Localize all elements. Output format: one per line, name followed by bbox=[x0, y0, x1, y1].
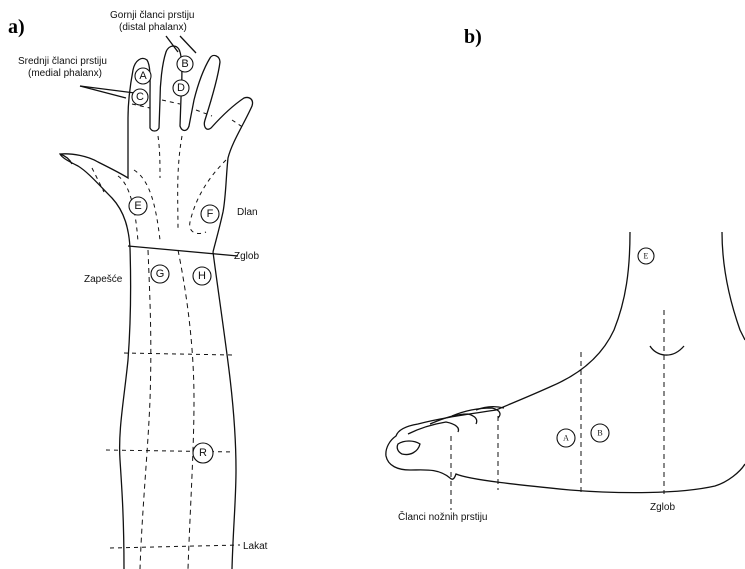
finger-crease bbox=[162, 100, 180, 104]
marker-a: A bbox=[135, 68, 151, 84]
panel-b-label: b) bbox=[464, 26, 482, 48]
svg-text:E: E bbox=[134, 200, 141, 212]
leader-line bbox=[80, 86, 135, 93]
marker-r: R bbox=[193, 443, 213, 463]
elbow-line bbox=[110, 545, 240, 548]
palm-center-line bbox=[178, 136, 182, 230]
distal-label-line2: (distal phalanx) bbox=[119, 22, 187, 33]
elbow-label: Lakat bbox=[243, 541, 268, 552]
marker-d: D bbox=[173, 80, 189, 96]
svg-text:F: F bbox=[207, 208, 214, 220]
palm-line bbox=[158, 136, 160, 178]
foot-marker-b: B bbox=[591, 424, 609, 442]
foot-panel: b) Članci nožnih prstiju Zglob E A bbox=[386, 26, 745, 523]
svg-text:R: R bbox=[199, 447, 207, 459]
medial-label-line1: Srednji članci prstiju bbox=[18, 56, 107, 67]
svg-text:A: A bbox=[563, 434, 569, 443]
forearm-dashed-right bbox=[178, 250, 194, 569]
foot-marker-e: E bbox=[638, 248, 654, 264]
toes-label: Članci nožnih prstiju bbox=[398, 510, 488, 523]
svg-text:H: H bbox=[198, 270, 206, 282]
ankle-label: Zglob bbox=[650, 502, 675, 513]
svg-text:G: G bbox=[156, 268, 165, 280]
svg-text:B: B bbox=[597, 429, 602, 438]
palm-label: Dlan bbox=[237, 207, 258, 218]
marker-h: H bbox=[193, 267, 211, 285]
hand-panel: a) Gornji članci prstiju bbox=[8, 10, 268, 569]
forearm-right-edge bbox=[213, 252, 236, 569]
forearm-label: Zapešće bbox=[84, 274, 123, 285]
ankle-bone bbox=[650, 346, 684, 355]
marker-f: F bbox=[201, 205, 219, 223]
panel-a-label: a) bbox=[8, 16, 25, 38]
svg-text:A: A bbox=[139, 70, 147, 82]
medial-label-line2: (medial phalanx) bbox=[28, 68, 102, 79]
svg-text:D: D bbox=[177, 82, 185, 94]
leader-line bbox=[180, 36, 196, 53]
svg-text:E: E bbox=[644, 252, 649, 261]
marker-g: G bbox=[151, 265, 169, 283]
leg-right-edge bbox=[722, 232, 745, 340]
marker-e: E bbox=[129, 197, 147, 215]
svg-text:C: C bbox=[136, 91, 144, 103]
marker-b: B bbox=[177, 56, 193, 72]
wrist-line bbox=[128, 246, 238, 256]
wrist-label: Zglob bbox=[234, 251, 259, 262]
leader-line bbox=[80, 86, 126, 98]
finger-crease bbox=[196, 110, 212, 116]
forearm-left-edge bbox=[120, 248, 131, 569]
forearm-level-line bbox=[124, 353, 232, 355]
foot-marker-a: A bbox=[557, 429, 575, 447]
svg-text:B: B bbox=[181, 58, 188, 70]
foot-outline bbox=[386, 232, 745, 493]
marker-c: C bbox=[132, 89, 148, 105]
forearm-level-line bbox=[106, 450, 234, 452]
distal-label-line1: Gornji članci prstiju bbox=[110, 10, 194, 21]
toenail bbox=[397, 441, 420, 455]
forearm-dashed-left bbox=[140, 250, 151, 569]
